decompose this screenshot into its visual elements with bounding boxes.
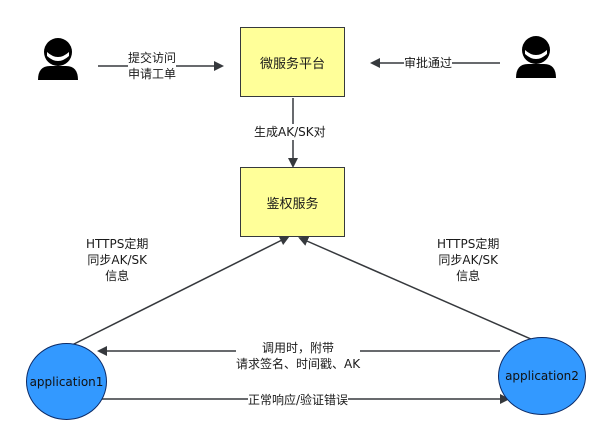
approve-line: 审批通过: [404, 56, 453, 70]
sync-left-line-3: 信息: [105, 269, 130, 283]
auth-service-label: 鉴权服务: [266, 196, 319, 212]
application2-label: application2: [505, 369, 579, 383]
response-line: 正常响应/验证错误: [248, 393, 349, 407]
approver-user-icon: [516, 36, 556, 78]
generate-label: 生成AK/SK对: [254, 124, 326, 140]
apply-line-2: 申请工单: [128, 67, 177, 81]
application1-label: application1: [29, 374, 104, 389]
sync-right-label: HTTPS定期 同步AK/SK 信息: [437, 236, 499, 284]
auth-service-node: 鉴权服务: [240, 167, 345, 237]
call-line-1: 调用时，附带: [262, 341, 335, 355]
call-line-2: 请求签名、时间戳、AK: [236, 357, 361, 371]
approve-label: 审批通过: [404, 55, 453, 71]
response-label: 正常响应/验证错误: [248, 392, 349, 408]
sync-left-line-1: HTTPS定期: [86, 237, 149, 251]
call-label: 调用时，附带 请求签名、时间戳、AK: [236, 340, 361, 372]
sync-right-line-3: 信息: [456, 269, 481, 283]
sync-left-line-2: 同步AK/SK: [87, 253, 147, 267]
sync-left-label: HTTPS定期 同步AK/SK 信息: [86, 236, 148, 284]
apply-label: 提交访问 申请工单: [128, 50, 177, 82]
apply-line-1: 提交访问: [128, 51, 177, 65]
platform-label: 微服务平台: [259, 56, 325, 72]
application2-node: application2: [498, 337, 586, 415]
generate-line: 生成AK/SK对: [254, 125, 326, 139]
arrow-sync-left: [71, 236, 290, 346]
sync-right-line-1: HTTPS定期: [437, 237, 500, 251]
sync-right-line-2: 同步AK/SK: [438, 253, 498, 267]
applicant-user-icon: [38, 38, 78, 80]
platform-node: 微服务平台: [240, 27, 345, 97]
application1-node: application1: [26, 343, 107, 420]
arrow-sync-right: [298, 236, 541, 344]
